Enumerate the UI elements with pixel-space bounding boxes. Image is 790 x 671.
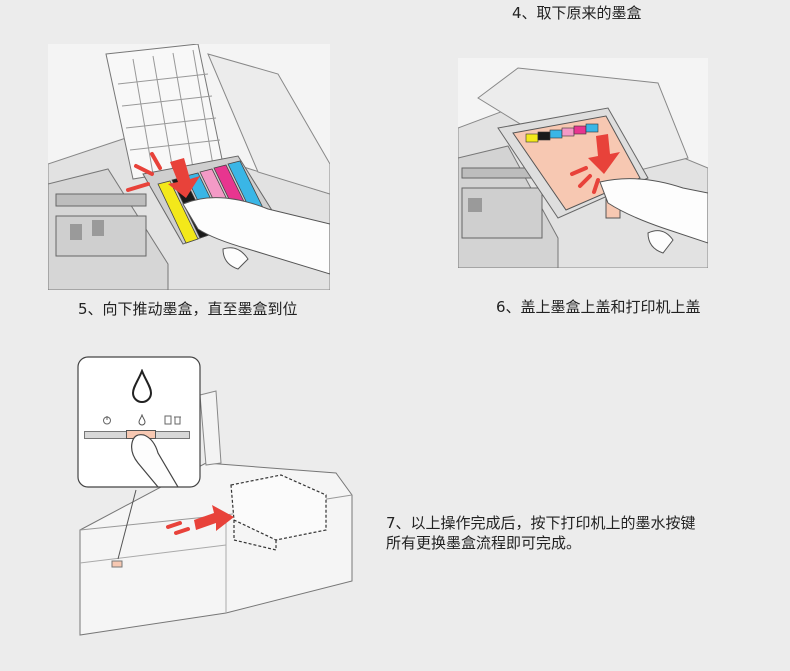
finger [131, 434, 179, 487]
step6-caption: 6、盖上墨盒上盖和打印机上盖 [496, 298, 701, 316]
cancel-icon [164, 415, 181, 425]
step6-illustration [458, 58, 708, 268]
step5-caption: 5、向下推动墨盒，直至墨盒到位 [78, 300, 298, 318]
step4-caption: 4、取下原来的墨盒 [512, 4, 642, 22]
step7-caption-line2: 所有更换墨盒流程即可完成。 [386, 534, 582, 552]
step7-illustration [76, 355, 358, 637]
power-icon [103, 416, 111, 425]
step7-caption-line1: 7、以上操作完成后，按下打印机上的墨水按键 [386, 514, 696, 532]
step5-illustration [48, 44, 330, 290]
ink-drop-icon [131, 369, 153, 403]
ink-drop-small-icon [138, 414, 146, 426]
